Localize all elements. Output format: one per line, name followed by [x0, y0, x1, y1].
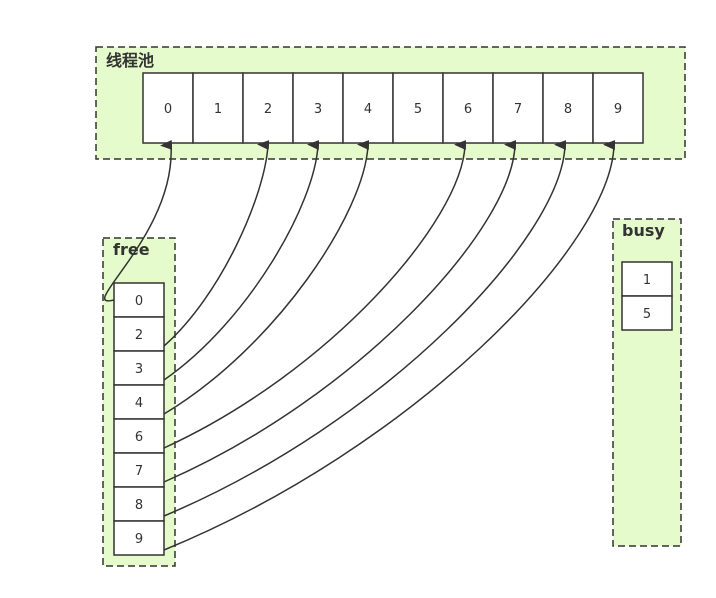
pool-slot-7: 7 — [492, 72, 544, 144]
busy-list-container: busy 15 — [612, 218, 682, 547]
link-arrow-6 — [163, 140, 467, 449]
pool-slot-label: 9 — [614, 102, 622, 117]
pool-slot-box — [242, 72, 294, 144]
free-item-0: 0 — [113, 282, 165, 318]
pool-slot-2: 2 — [242, 72, 294, 144]
pool-slot-box — [392, 72, 444, 144]
busy-list-items: 15 — [621, 261, 673, 331]
thread-pool-container: 线程池 0 1 2 3 4 5 6 7 8 9 — [95, 46, 686, 160]
pool-slot-6: 6 — [442, 72, 494, 144]
pool-slot-label: 8 — [564, 102, 572, 117]
busy-item-box — [621, 295, 673, 331]
pool-slot-box — [142, 72, 194, 144]
pool-slot-box — [592, 72, 644, 144]
free-list-container: free 0 2 3 4 6 7 8 9 — [102, 237, 176, 567]
pool-slot-label: 0 — [164, 102, 172, 117]
link-arrow-3 — [163, 140, 320, 381]
free-item-label: 3 — [135, 362, 143, 377]
pool-slot-1: 1 — [192, 72, 244, 144]
pool-slot-0: 0 — [142, 72, 194, 144]
pool-slot-label: 3 — [314, 102, 322, 117]
free-item-label: 0 — [135, 294, 143, 309]
pool-slot-label: 2 — [264, 102, 272, 117]
free-item-label: 2 — [135, 328, 143, 343]
pool-slot-8: 8 — [542, 72, 594, 144]
free-item-label: 7 — [135, 464, 143, 479]
pool-slot-9: 9 — [592, 72, 644, 144]
busy-list-title: busy — [622, 221, 665, 240]
pool-slot-label: 1 — [214, 102, 222, 117]
free-list-title: free — [113, 240, 150, 259]
link-arrow-4 — [163, 140, 370, 415]
free-item-8: 8 — [113, 486, 165, 522]
busy-item-label: 5 — [643, 307, 651, 322]
free-item-box — [113, 316, 165, 352]
pool-slot-4: 4 — [342, 72, 394, 144]
thread-pool-slots: 0 1 2 3 4 5 6 7 8 9 — [142, 72, 644, 144]
busy-item-box — [621, 261, 673, 297]
link-arrow-2 — [163, 140, 270, 347]
free-item-2: 2 — [113, 316, 165, 352]
pool-slot-label: 6 — [464, 102, 472, 117]
free-item-4: 4 — [113, 384, 165, 420]
free-item-label: 8 — [135, 498, 143, 513]
free-item-7: 7 — [113, 452, 165, 488]
pool-slot-label: 7 — [514, 102, 522, 117]
free-item-3: 3 — [113, 350, 165, 386]
free-item-box — [113, 350, 165, 386]
link-arrow-8 — [163, 140, 567, 517]
pool-slot-label: 5 — [414, 102, 422, 117]
free-item-9: 9 — [113, 520, 165, 556]
free-item-label: 9 — [135, 532, 143, 547]
free-item-label: 4 — [135, 396, 143, 411]
pool-slot-box — [192, 72, 244, 144]
free-item-6: 6 — [113, 418, 165, 454]
pool-slot-box — [542, 72, 594, 144]
pool-slot-5: 5 — [392, 72, 444, 144]
free-list-items: 0 2 3 4 6 7 8 9 — [113, 282, 165, 556]
link-arrow-0 — [103, 139, 173, 302]
free-item-box — [113, 520, 165, 556]
busy-item-label: 1 — [643, 273, 651, 288]
thread-pool-title: 线程池 — [106, 51, 154, 70]
busy-item-5: 5 — [621, 295, 673, 331]
link-arrow-7 — [163, 140, 517, 483]
free-item-label: 6 — [135, 430, 143, 445]
free-to-pool-links — [103, 139, 616, 551]
pool-slot-3: 3 — [292, 72, 344, 144]
pool-slot-box — [292, 72, 344, 144]
free-item-box — [113, 486, 165, 522]
link-arrow-9 — [163, 140, 616, 551]
busy-item-1: 1 — [621, 261, 673, 297]
free-item-box — [113, 452, 165, 488]
pool-slot-label: 4 — [364, 102, 372, 117]
